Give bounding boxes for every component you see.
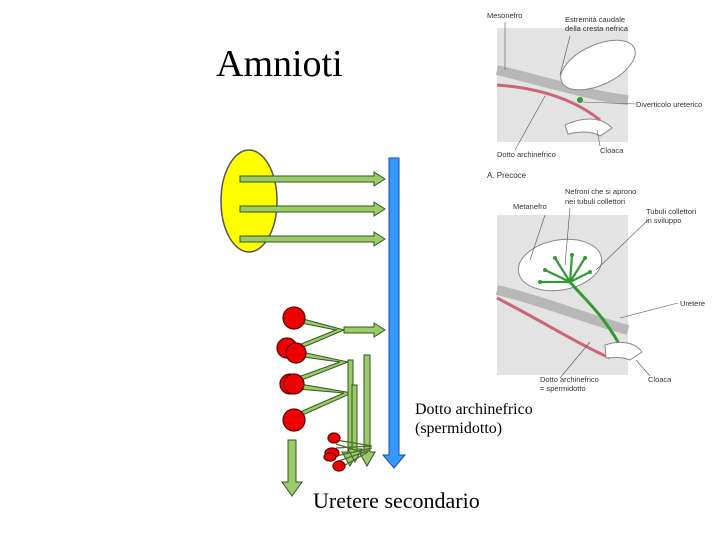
arrow-middle	[239, 201, 386, 217]
red-unit-small	[332, 460, 346, 472]
slide-title: Amnioti	[216, 43, 343, 85]
arrow-to-duct-1	[343, 322, 386, 338]
red-units	[276, 306, 346, 472]
label-uretere-secondario: Uretere secondario	[313, 488, 480, 513]
red-unit-small	[327, 432, 341, 444]
archinephric-duct-late	[496, 296, 611, 360]
label-cloaca-early: Cloaca	[600, 146, 624, 155]
arrow-top	[239, 171, 386, 187]
label-cloaca-late: Cloaca	[648, 375, 672, 384]
red-unit-small	[323, 452, 337, 462]
label-dotto-late-2: = spermidotto	[540, 384, 586, 393]
caption-precoce: A. Precoce	[487, 171, 527, 180]
label-nefroni-1: Nefroni che si aprono	[565, 187, 636, 196]
label-diverticolo: Diverticolo ureterico	[636, 100, 702, 109]
red-unit	[285, 342, 307, 364]
archinephric-duct-early	[496, 83, 601, 122]
label-dotto-archinefrico: Dotto archinefrico (spermidotto)	[415, 400, 533, 438]
mesonefro-shape	[560, 39, 636, 91]
label-estremita-1: Estremità caudale	[565, 15, 625, 24]
label-uretere: Uretere	[680, 299, 705, 308]
panel-late: Nefroni che si aprono nei tubuli collett…	[495, 187, 705, 393]
ureter-arrow	[281, 439, 303, 497]
label-metanefro: Metanefro	[513, 202, 547, 211]
arrow-bottom	[239, 231, 386, 247]
label-dotto-early: Dotto archinefrico	[497, 150, 556, 159]
collecting-tubules	[540, 254, 591, 284]
label-mesonefro: Mesonefro	[487, 11, 522, 20]
red-unit	[282, 306, 306, 330]
branch-lines	[335, 439, 373, 469]
label-tubuli-2: in sviluppo	[646, 216, 681, 225]
label-dotto-late-1: Dotto archinefrico	[540, 375, 599, 384]
arrows-yellow	[239, 171, 386, 247]
panel-early: Mesonefro Estremità caudale della cresta…	[487, 11, 702, 180]
label-dotto-line2: (spermidotto)	[415, 420, 503, 437]
red-unit	[283, 373, 305, 395]
label-dotto-line1: Dotto archinefrico	[415, 401, 533, 418]
label-tubuli-1: Tubuli collettori	[646, 207, 696, 216]
red-unit	[282, 408, 306, 432]
label-nefroni-2: nei tubuli collettori	[565, 197, 625, 206]
blue-duct-arrow	[381, 157, 407, 469]
label-estremita-2: della cresta nefrica	[565, 24, 629, 33]
